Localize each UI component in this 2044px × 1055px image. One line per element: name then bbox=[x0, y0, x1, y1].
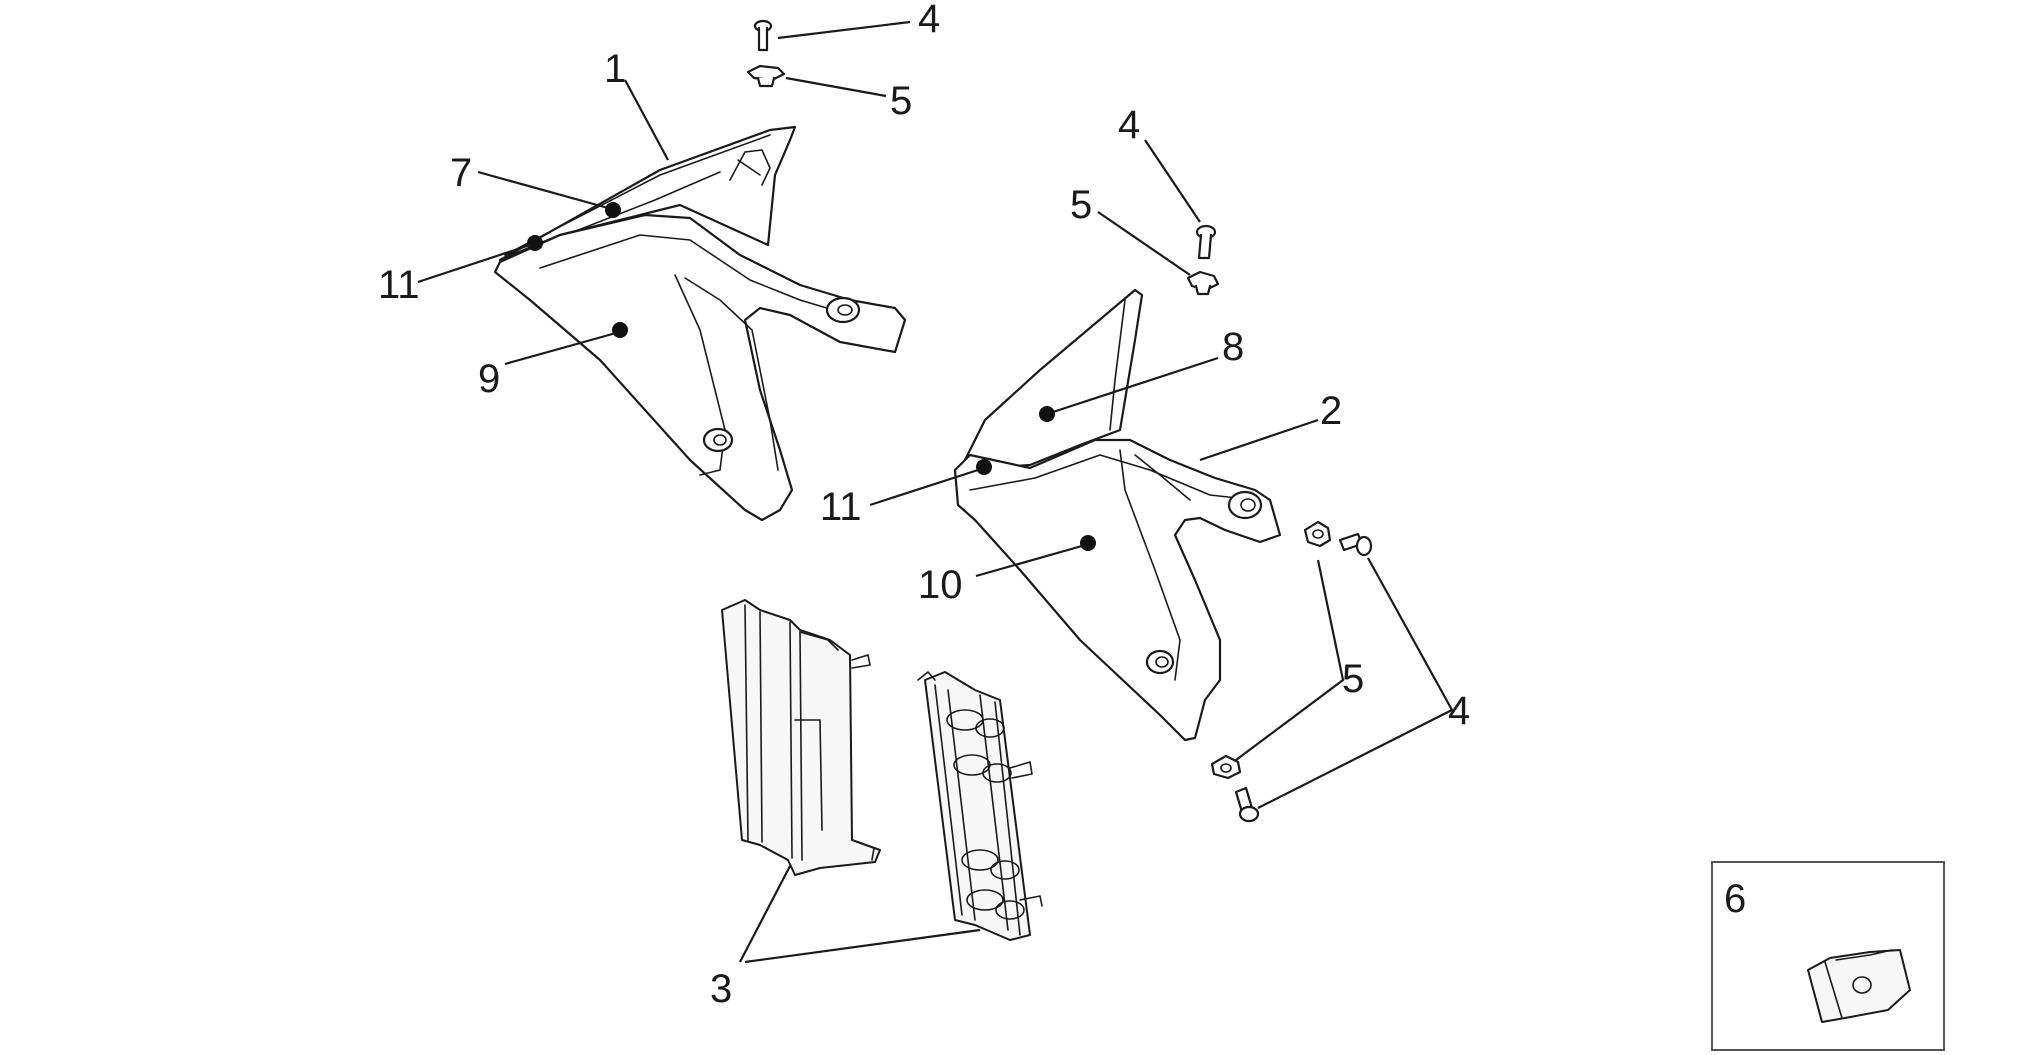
clip-nut-mid bbox=[1186, 270, 1220, 296]
callout-4-mid: 4 bbox=[1118, 103, 1140, 147]
callout-9: 9 bbox=[478, 357, 500, 401]
callout-labels: 4 5 1 7 11 9 4 5 8 2 11 10 5 4 3 6 bbox=[378, 0, 1746, 1011]
bolt-lower bbox=[1234, 786, 1260, 823]
callout-dot bbox=[1080, 535, 1096, 551]
callout-dot bbox=[976, 459, 992, 475]
bolt-right bbox=[1338, 532, 1373, 557]
left-radiator-guard bbox=[721, 599, 881, 876]
callout-11-left: 11 bbox=[378, 263, 420, 307]
callout-7: 7 bbox=[450, 151, 472, 195]
callout-10: 10 bbox=[918, 563, 963, 607]
leader-lines bbox=[417, 20, 1454, 964]
callout-dot bbox=[527, 235, 543, 251]
right-radiator-grille bbox=[917, 671, 1043, 941]
callout-4-top: 4 bbox=[918, 0, 940, 41]
clip-nut-lower bbox=[1210, 754, 1242, 780]
callout-5-right: 5 bbox=[1342, 657, 1364, 701]
callout-dot bbox=[1039, 406, 1055, 422]
clip-nut-right bbox=[1303, 520, 1332, 548]
clip-nut-top bbox=[746, 64, 786, 88]
callout-dot bbox=[612, 322, 628, 338]
callout-2: 2 bbox=[1320, 389, 1342, 433]
callout-8: 8 bbox=[1222, 325, 1244, 369]
callout-1: 1 bbox=[604, 47, 626, 91]
callout-5-mid: 5 bbox=[1070, 183, 1092, 227]
right-side-panel bbox=[953, 288, 1282, 742]
callout-3: 3 bbox=[710, 967, 732, 1011]
callout-4-right: 4 bbox=[1448, 689, 1470, 733]
left-side-panel bbox=[493, 125, 907, 522]
bolt-top bbox=[753, 19, 773, 52]
callout-11-right: 11 bbox=[820, 485, 862, 529]
callout-5-top: 5 bbox=[890, 79, 912, 123]
callout-dot bbox=[605, 202, 621, 218]
callout-6: 6 bbox=[1724, 877, 1746, 921]
bolt-mid bbox=[1195, 224, 1217, 260]
detail-box-part-6 bbox=[1711, 861, 1945, 1051]
